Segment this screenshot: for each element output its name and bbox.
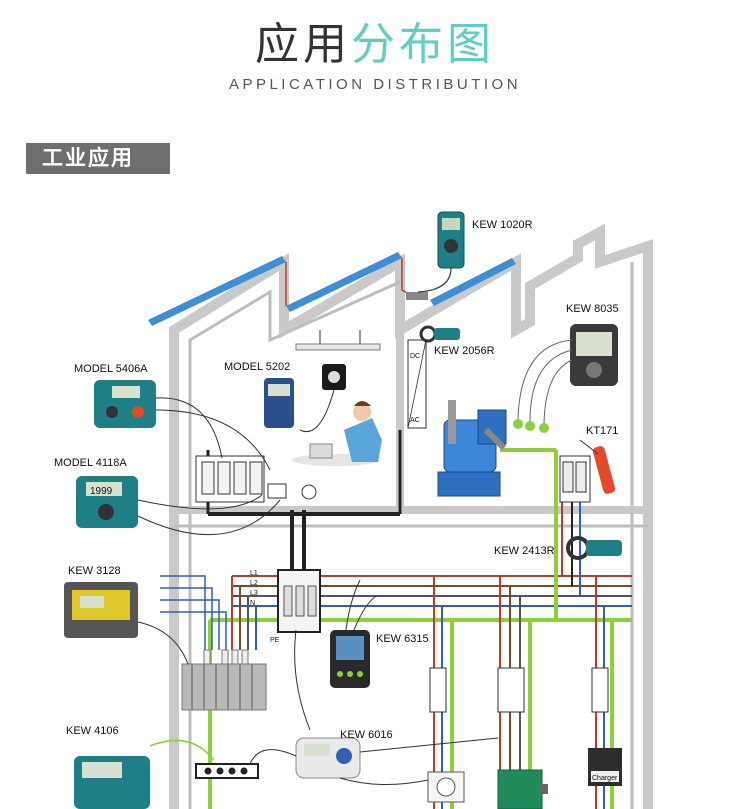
breaker-panel-upper: [195, 455, 317, 503]
ceiling-lamp: [295, 330, 381, 351]
model-5406a-tester: [94, 380, 271, 471]
solar-panels: [148, 252, 516, 326]
label-kew-2056r: KEW 2056R: [434, 345, 495, 357]
ac-label: AC: [410, 417, 420, 424]
inverter-box: DC AC: [406, 292, 428, 429]
n-label: N: [250, 600, 255, 607]
drill-press-machine: [437, 400, 507, 497]
page-title: 应用分布图: [0, 8, 750, 72]
label-model-5202: MODEL 5202: [224, 361, 290, 373]
title-part-dark: 应用: [255, 19, 351, 70]
dc-label: DC: [410, 353, 420, 360]
distribution-cabinet: [277, 569, 321, 633]
kew-2056r-clamp: [419, 325, 460, 343]
charger: Charger: [588, 748, 622, 786]
l2-label: L2: [250, 580, 258, 587]
title-part-accent: 分布图: [351, 19, 495, 70]
l1-label: L1: [250, 570, 258, 577]
kew-1020r-meter: [417, 211, 465, 293]
ground-terminal: [195, 763, 259, 779]
section-tag-industrial: 工业应用: [26, 143, 170, 174]
label-kew-6016: KEW 6016: [340, 729, 393, 741]
kt171-tester: [579, 439, 616, 494]
transformer: [181, 649, 267, 711]
current-clamps: [513, 419, 549, 433]
building-walls: [169, 223, 653, 809]
sub-breakers: [429, 667, 609, 713]
kew-3128-tester: [64, 582, 189, 665]
label-kew-1020r: KEW 1020R: [472, 219, 533, 231]
kew-6315-analyzer: [330, 579, 377, 688]
kew-2413r-clamp: [566, 536, 622, 560]
input-wires: [160, 575, 227, 650]
l3-label: L3: [250, 590, 258, 597]
kew-4106-tester: [74, 739, 215, 809]
label-kt171: KT171: [586, 425, 618, 437]
socket: [427, 771, 465, 803]
charger-label: Charger: [592, 775, 618, 782]
kew-8035-meter: [517, 324, 618, 425]
label-kew-4106: KEW 4106: [66, 725, 119, 737]
kew-6016-tester: [249, 629, 499, 785]
label-kew-8035: KEW 8035: [566, 303, 619, 315]
label-model-4118a: MODEL 4118A: [54, 457, 127, 469]
page-subtitle: APPLICATION DISTRIBUTION: [228, 76, 522, 93]
office-worker-icon: [292, 401, 382, 466]
breaker-panel-right: [559, 455, 591, 503]
motor: [497, 769, 548, 809]
pe-label: PE: [270, 637, 280, 644]
label-model-5406a: MODEL 5406A: [74, 363, 148, 375]
label-kew-2413r: KEW 2413R: [494, 545, 555, 557]
model-5202-meter: [264, 364, 346, 432]
label-kew-6315: KEW 6315: [376, 633, 429, 645]
label-kew-3128: KEW 3128: [68, 565, 121, 577]
model-4118a-tester: 1999: [76, 476, 281, 535]
meter-reading: 1999: [90, 486, 113, 497]
